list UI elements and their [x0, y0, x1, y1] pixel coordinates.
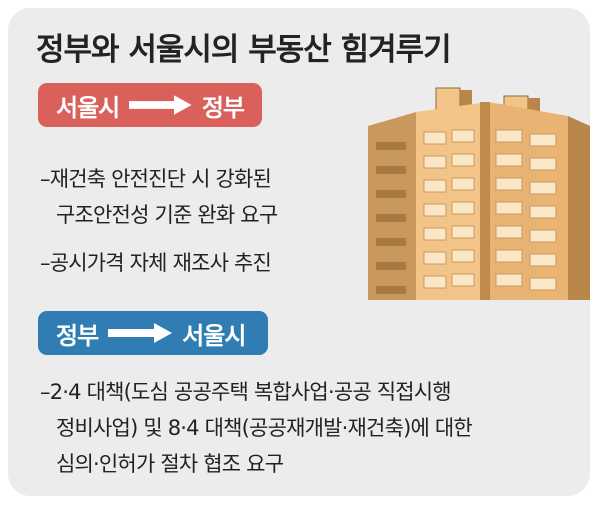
- arrow-right-icon: [108, 323, 173, 343]
- arrow-right-icon: [129, 95, 192, 115]
- badge-from-label: 서울시: [56, 93, 120, 122]
- apartment-building-icon: [368, 87, 590, 300]
- badge-government-to-seoul: 정부 서울시: [38, 311, 268, 355]
- list-item: –재건축 안전진단 시 강화된: [40, 167, 272, 191]
- list-item: –2·4 대책(도심 공공주택 복합사업·공공 직접시행: [40, 380, 452, 404]
- badge-seoul-to-government: 서울시 정부: [38, 83, 262, 127]
- badge-from-label: 정부: [56, 321, 99, 350]
- list-item: 구조안전성 기준 완화 요구: [56, 203, 278, 227]
- list-item: 정비사업) 및 8·4 대책(공공재개발·재건축)에 대한: [56, 416, 473, 440]
- badge-to-label: 서울시: [182, 321, 246, 350]
- list-item: 심의·인허가 절차 협조 요구: [56, 452, 284, 476]
- page-title: 정부와 서울시의 부동산 힘겨루기: [36, 32, 452, 68]
- badge-to-label: 정부: [201, 93, 245, 122]
- list-item: –공시가격 자체 재조사 추진: [40, 251, 272, 275]
